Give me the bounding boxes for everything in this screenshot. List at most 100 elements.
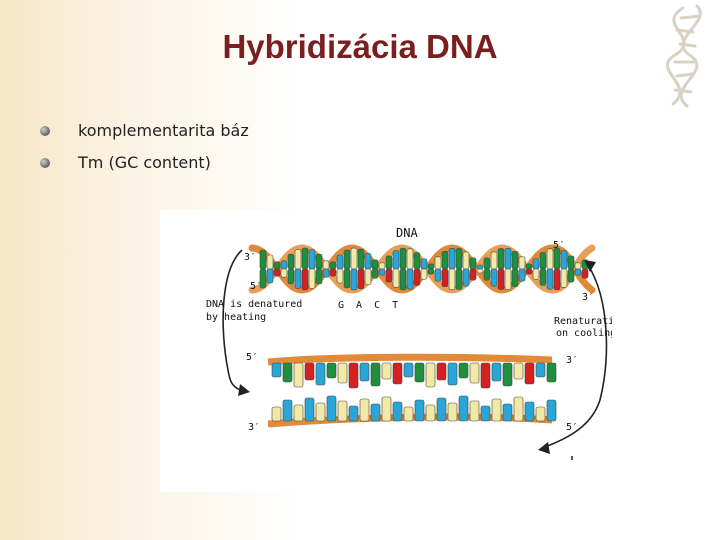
base-block [426,363,435,387]
base-block [316,254,322,269]
base-block [295,269,301,288]
base-block [484,258,490,269]
base-block [505,269,511,290]
base-block [309,269,315,288]
base-block [272,363,281,377]
base-block [470,269,476,280]
dna-diagram: DNA 3′ 5′ 5′ 3′ G A C T DNA is denatured… [160,210,612,492]
base-block [327,363,336,378]
base-block [481,406,490,421]
base-block [498,249,504,269]
base-block [360,363,369,381]
base-block [561,269,567,287]
base-block [302,248,308,269]
base-block [514,363,523,379]
base-block [316,269,322,284]
denature-arrowhead [238,384,250,396]
base-block [568,269,574,282]
base-block [525,363,534,384]
base-block [481,363,490,388]
base-block [512,269,518,287]
base-block [302,269,308,290]
base-block [393,363,402,384]
base-block [554,269,560,290]
base-block [554,248,560,269]
base-block [442,251,448,269]
base-block [491,252,497,269]
base-block [365,253,371,269]
end-label: 3′ [566,355,578,366]
base-block [575,269,581,275]
base-block [351,248,357,269]
base-block [371,404,380,421]
base-block [582,269,588,278]
base-block [568,256,574,269]
base-block [477,269,483,273]
base-block [274,269,280,276]
slide-title: Hybridizácia DNA [0,28,720,66]
base-block [459,396,468,421]
base-block [456,269,462,289]
dna-label: DNA [396,226,418,240]
bullet-icon [40,158,50,168]
base-block [338,401,347,421]
base-block [428,264,434,269]
base-block [371,363,380,386]
base-block [547,269,553,289]
base-block [272,407,281,421]
base-block [492,363,501,381]
base-block [442,269,448,287]
base-block [351,269,357,290]
end-label: 3′ [582,292,594,303]
base-block [283,363,292,382]
base-block [435,269,441,281]
base-block [575,263,581,269]
base-block [498,269,504,289]
base-block [281,261,287,269]
bases-label: G A C T [338,300,401,311]
base-block [547,400,556,421]
base-block [540,269,546,285]
base-block [536,407,545,421]
base-block [349,406,358,421]
base-block [372,269,378,278]
base-block [448,363,457,385]
end-label: 5′ [566,422,578,433]
base-block [365,269,371,285]
base-block [437,363,446,380]
base-block [525,402,534,421]
base-block [421,269,427,279]
base-block [295,250,301,269]
base-block [547,363,556,382]
base-block [379,263,385,269]
base-block [358,249,364,269]
base-block [294,405,303,421]
base-block [386,256,392,269]
end-label: 5′ [553,240,565,251]
base-block [327,396,336,421]
base-block [547,249,553,269]
base-block [323,261,329,269]
base-block [526,269,532,274]
base-block [484,269,490,280]
base-block [470,363,479,383]
base-block [305,363,314,380]
base-block [404,407,413,421]
base-block [470,401,479,421]
base-block [267,269,273,283]
base-block [358,269,364,289]
base-block [407,249,413,269]
strand-1-bases [272,363,556,388]
base-block [330,269,336,276]
renature-arrowhead [538,442,550,454]
dna-helix-logo [625,0,720,110]
separated-strand-top [268,357,552,362]
base-block [561,251,567,269]
base-block [382,363,391,379]
base-block [288,254,294,269]
base-block [526,264,532,269]
base-block [449,248,455,269]
base-block [316,363,325,385]
base-block [533,259,539,269]
